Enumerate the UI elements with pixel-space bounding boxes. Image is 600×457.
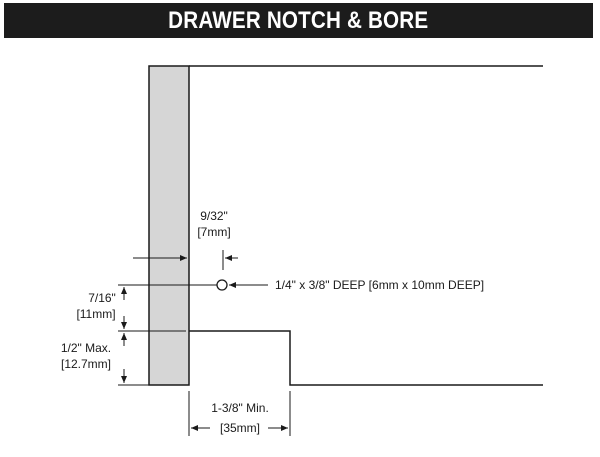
- page-title: DRAWER NOTCH & BORE: [168, 6, 429, 34]
- drawer-side-panel: [148, 65, 190, 386]
- hole-height-metric: [11mm]: [76, 307, 115, 321]
- hole-offset-imperial: 9/32": [200, 209, 228, 223]
- notch-width-imperial: 1-3/8" Min.: [211, 401, 269, 415]
- notch-height-imperial: 1/2" Max.: [61, 341, 111, 355]
- notch-height-metric: [12.7mm]: [61, 357, 111, 371]
- title-banner: DRAWER NOTCH & BORE: [4, 3, 593, 38]
- hole-offset-metric: [7mm]: [197, 225, 230, 239]
- notch-width-metric: [35mm]: [220, 421, 260, 435]
- hole-height-imperial: 7/16": [88, 291, 116, 305]
- notch-outline: [189, 330, 543, 386]
- bore-hole: [216, 279, 228, 291]
- bore-label: 1/4" x 3/8" DEEP [6mm x 10mm DEEP]: [275, 278, 484, 292]
